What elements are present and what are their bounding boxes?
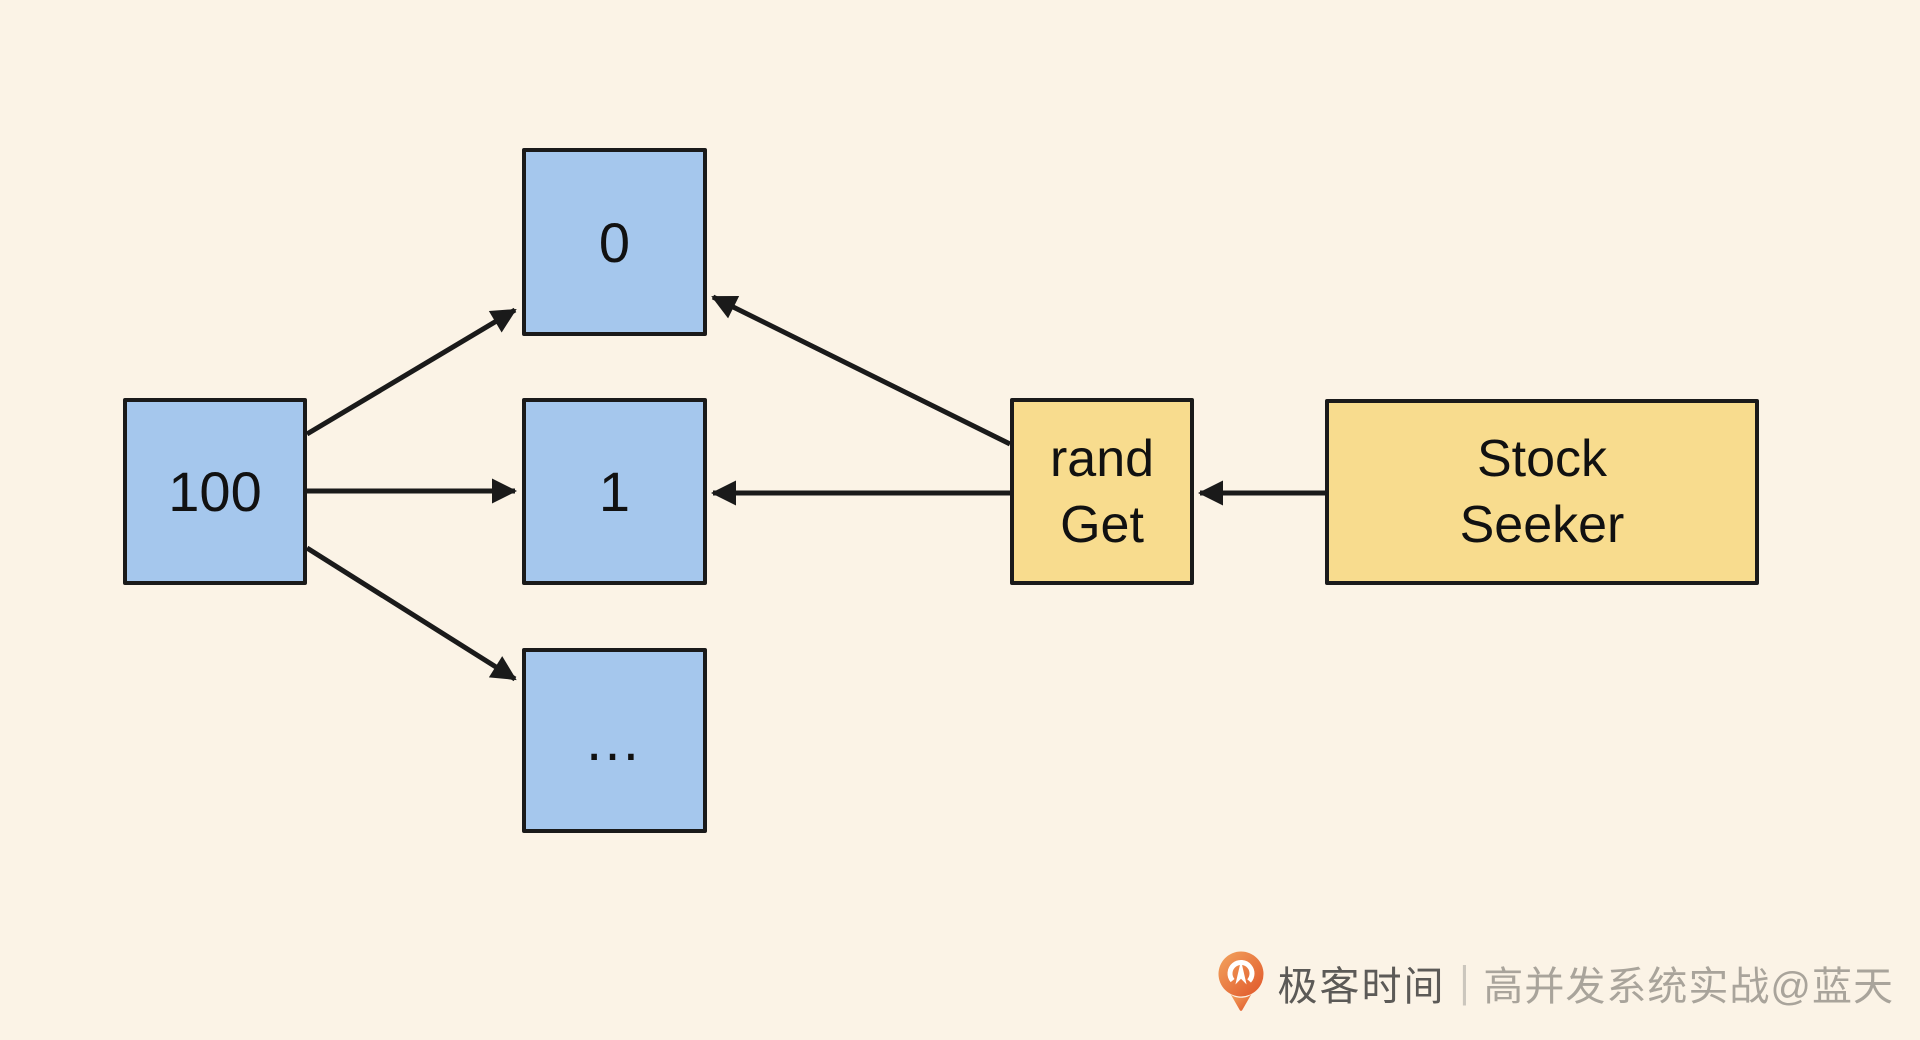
edge-total-to-slot0: [305, 307, 517, 437]
node-total-stock: 100: [123, 398, 307, 585]
node-bucket-ellipsis: …: [522, 648, 707, 833]
node-stock-seeker-line1: Stock: [1476, 430, 1608, 488]
watermark-credit-text: 高并发系统实战@蓝天: [1483, 965, 1894, 1009]
node-bucket-0-label: 0: [598, 210, 631, 274]
node-stock-seeker: Stock Seeker: [1325, 399, 1759, 585]
node-total-stock-label: 100: [168, 460, 262, 523]
edge-total-to-slot-more: [305, 545, 517, 682]
node-stock-seeker-line2: Seeker: [1459, 496, 1625, 554]
edge-rand-get-to-slot0: [711, 294, 1012, 447]
node-bucket-ellipsis-label: …: [583, 708, 646, 773]
watermark-separator: |: [1459, 958, 1470, 1007]
node-rand-get-line1: rand: [1049, 429, 1155, 488]
watermark: 极客时间 | 高并发系统实战@蓝天: [1218, 948, 1894, 1018]
node-rand-get: rand Get: [1010, 398, 1194, 585]
geektime-logo-icon: [1218, 951, 1264, 1011]
node-bucket-1: 1: [522, 398, 707, 585]
watermark-brand-text: 极客时间: [1277, 965, 1446, 1009]
node-bucket-1-label: 1: [598, 460, 631, 523]
node-bucket-0: 0: [522, 148, 707, 336]
node-rand-get-line2: Get: [1060, 495, 1144, 554]
